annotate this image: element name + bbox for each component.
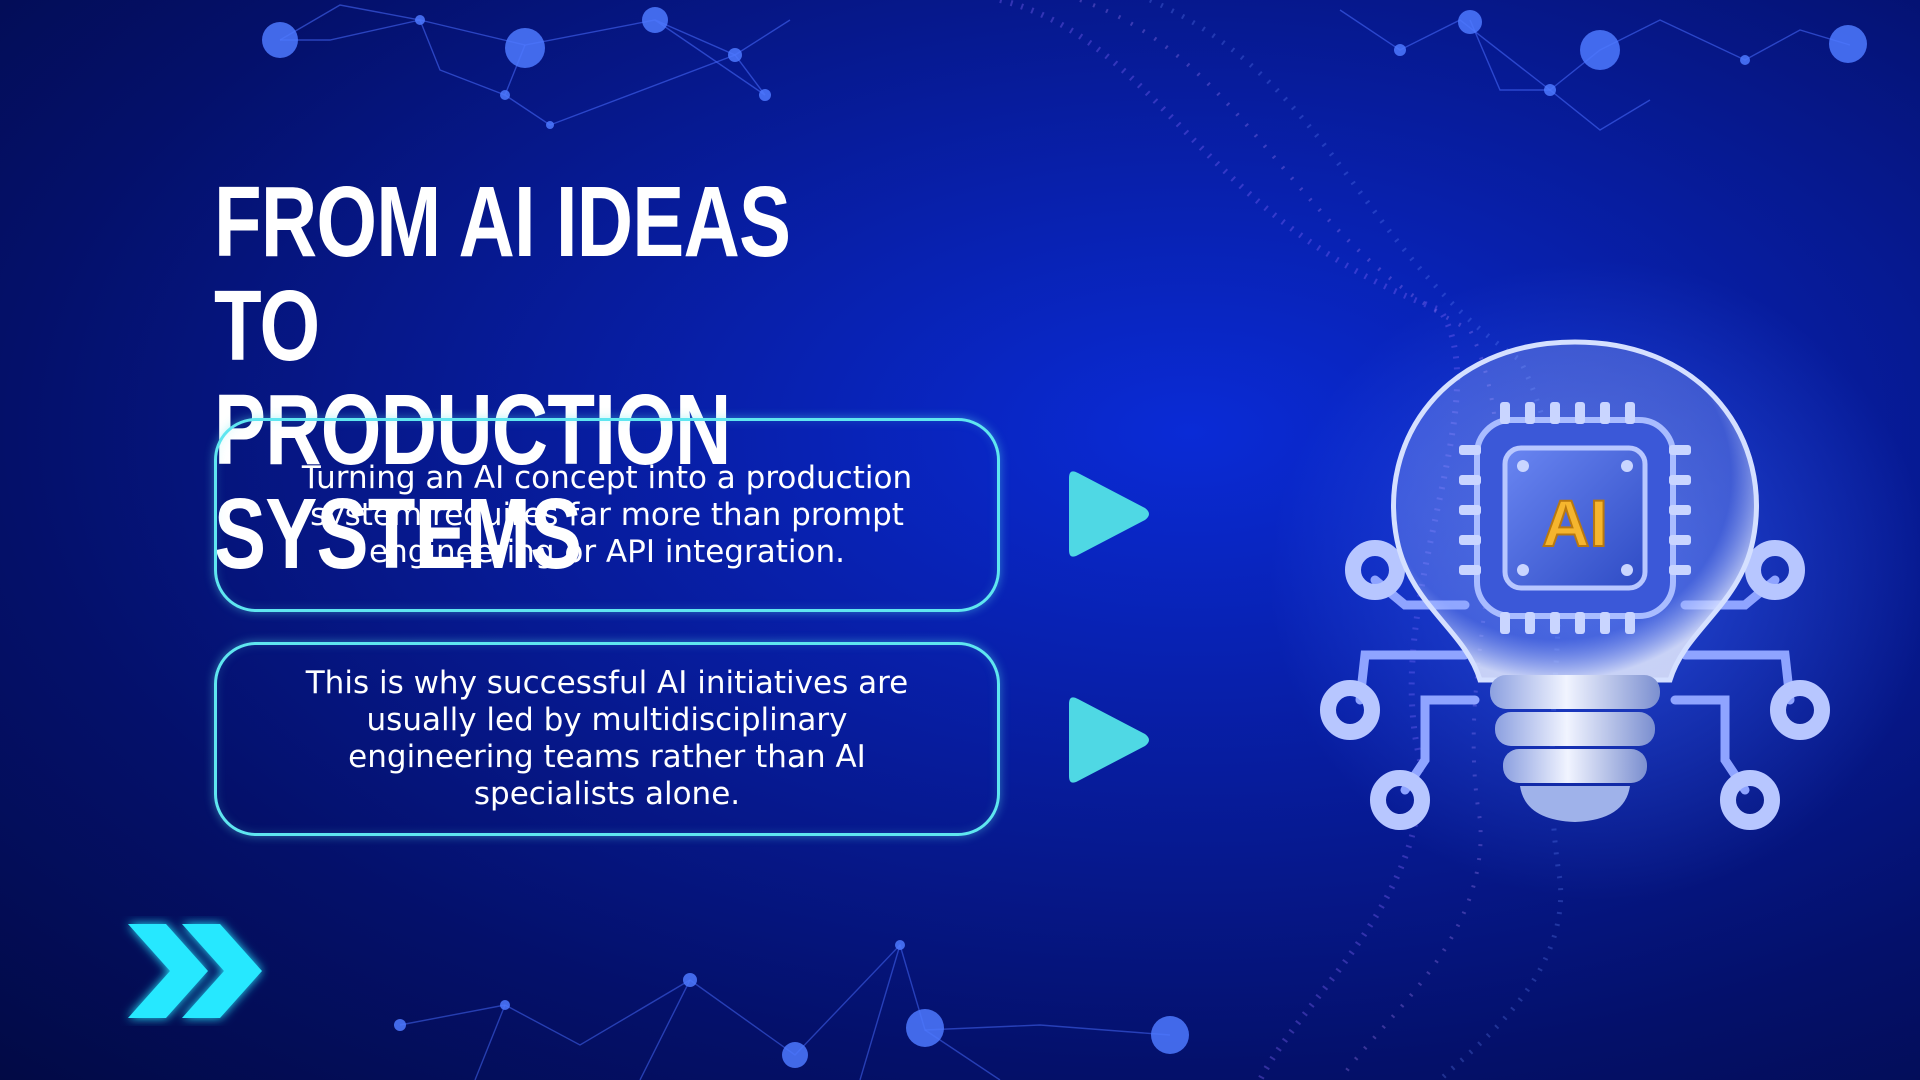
double-chevron-icon (128, 924, 262, 1018)
lightbulb-ai-chip-icon: AI (1320, 339, 1830, 830)
play-arrow-icon (1069, 697, 1149, 783)
bottom-network-nodes (394, 940, 1189, 1068)
info-card-2-text: This is why successful AI initiatives ar… (305, 665, 909, 812)
bulb-base (1490, 675, 1660, 822)
circuit-rings (1320, 540, 1830, 830)
title-line-1: FROM AI IDEAS TO (214, 166, 791, 382)
info-card-2: This is why successful AI initiatives ar… (214, 642, 1000, 836)
play-arrow-icon (1069, 471, 1149, 557)
info-card-1-text: Turning an AI concept into a production … (301, 459, 913, 570)
info-card-1: Turning an AI concept into a production … (214, 418, 1000, 612)
top-network-nodes (262, 7, 1867, 129)
page-title: FROM AI IDEAS TO PRODUCTION SYSTEMS (214, 170, 916, 586)
ai-chip: AI (1459, 402, 1691, 634)
ai-chip-label: AI (1542, 486, 1608, 560)
title-line-2: PRODUCTION SYSTEMS (214, 374, 731, 590)
top-network-lines (279, 4, 1851, 131)
